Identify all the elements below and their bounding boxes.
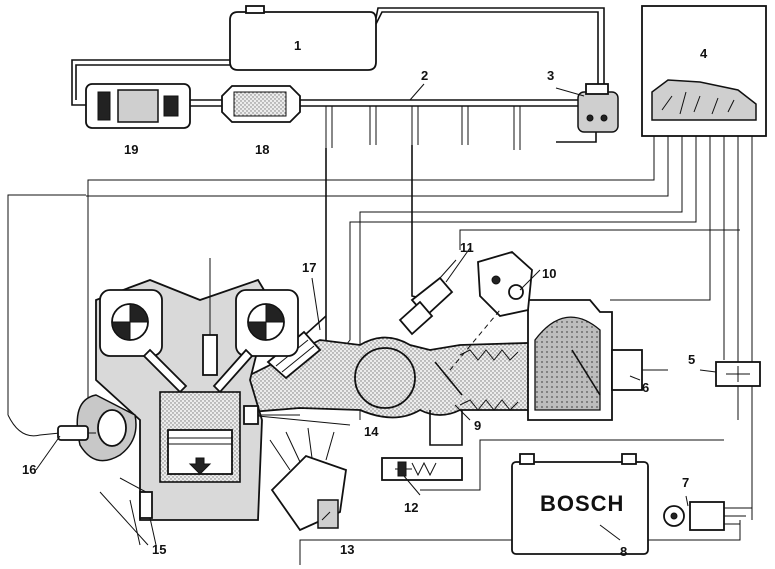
main-relay — [715, 361, 761, 387]
engine-cylinder-head — [76, 258, 299, 521]
callout-2: 2 — [421, 68, 428, 83]
callout-9: 9 — [474, 418, 481, 433]
callout-5: 5 — [688, 352, 695, 367]
battery: BOSCH — [511, 453, 649, 555]
callout-1: 1 — [294, 38, 301, 53]
ignition-switch — [663, 501, 752, 531]
callout-7: 7 — [682, 475, 689, 490]
oxygen-sensor — [7, 414, 96, 441]
throttle-switch — [449, 250, 533, 371]
pressure-regulator — [556, 83, 619, 143]
fuel-tank — [229, 5, 377, 71]
callout-15: 15 — [152, 542, 166, 557]
battery-brand-label: BOSCH — [540, 491, 624, 516]
callout-14: 14 — [364, 424, 379, 439]
air-flow-meter — [527, 299, 668, 421]
callout-numbers: 1 2 3 4 5 6 7 8 9 10 11 12 13 14 15 16 1… — [22, 38, 708, 559]
callout-12: 12 — [404, 500, 418, 515]
fuel-filter — [221, 85, 301, 123]
electric-fuel-pump — [85, 83, 191, 129]
ecu-pins — [653, 136, 753, 150]
callout-13: 13 — [340, 542, 354, 557]
callout-8: 8 — [620, 544, 627, 559]
throttle-valve — [434, 349, 519, 411]
callout-3: 3 — [547, 68, 554, 83]
ignition-distributor — [269, 427, 347, 532]
temperature-sensor — [119, 477, 153, 519]
callout-6: 6 — [642, 380, 649, 395]
callout-17: 17 — [302, 260, 316, 275]
cold-start-valve — [398, 259, 457, 336]
thermo-time-switch — [243, 405, 300, 425]
auxiliary-air-valve — [381, 410, 463, 481]
callout-18: 18 — [255, 142, 269, 157]
fuel-lines — [71, 7, 605, 150]
callout-11: 11 — [460, 240, 474, 255]
callout-4: 4 — [700, 46, 708, 61]
callout-19: 19 — [124, 142, 138, 157]
callout-16: 16 — [22, 462, 36, 477]
callout-10: 10 — [542, 266, 556, 281]
electronic-control-unit — [641, 5, 767, 150]
callout-leaders — [35, 83, 717, 546]
